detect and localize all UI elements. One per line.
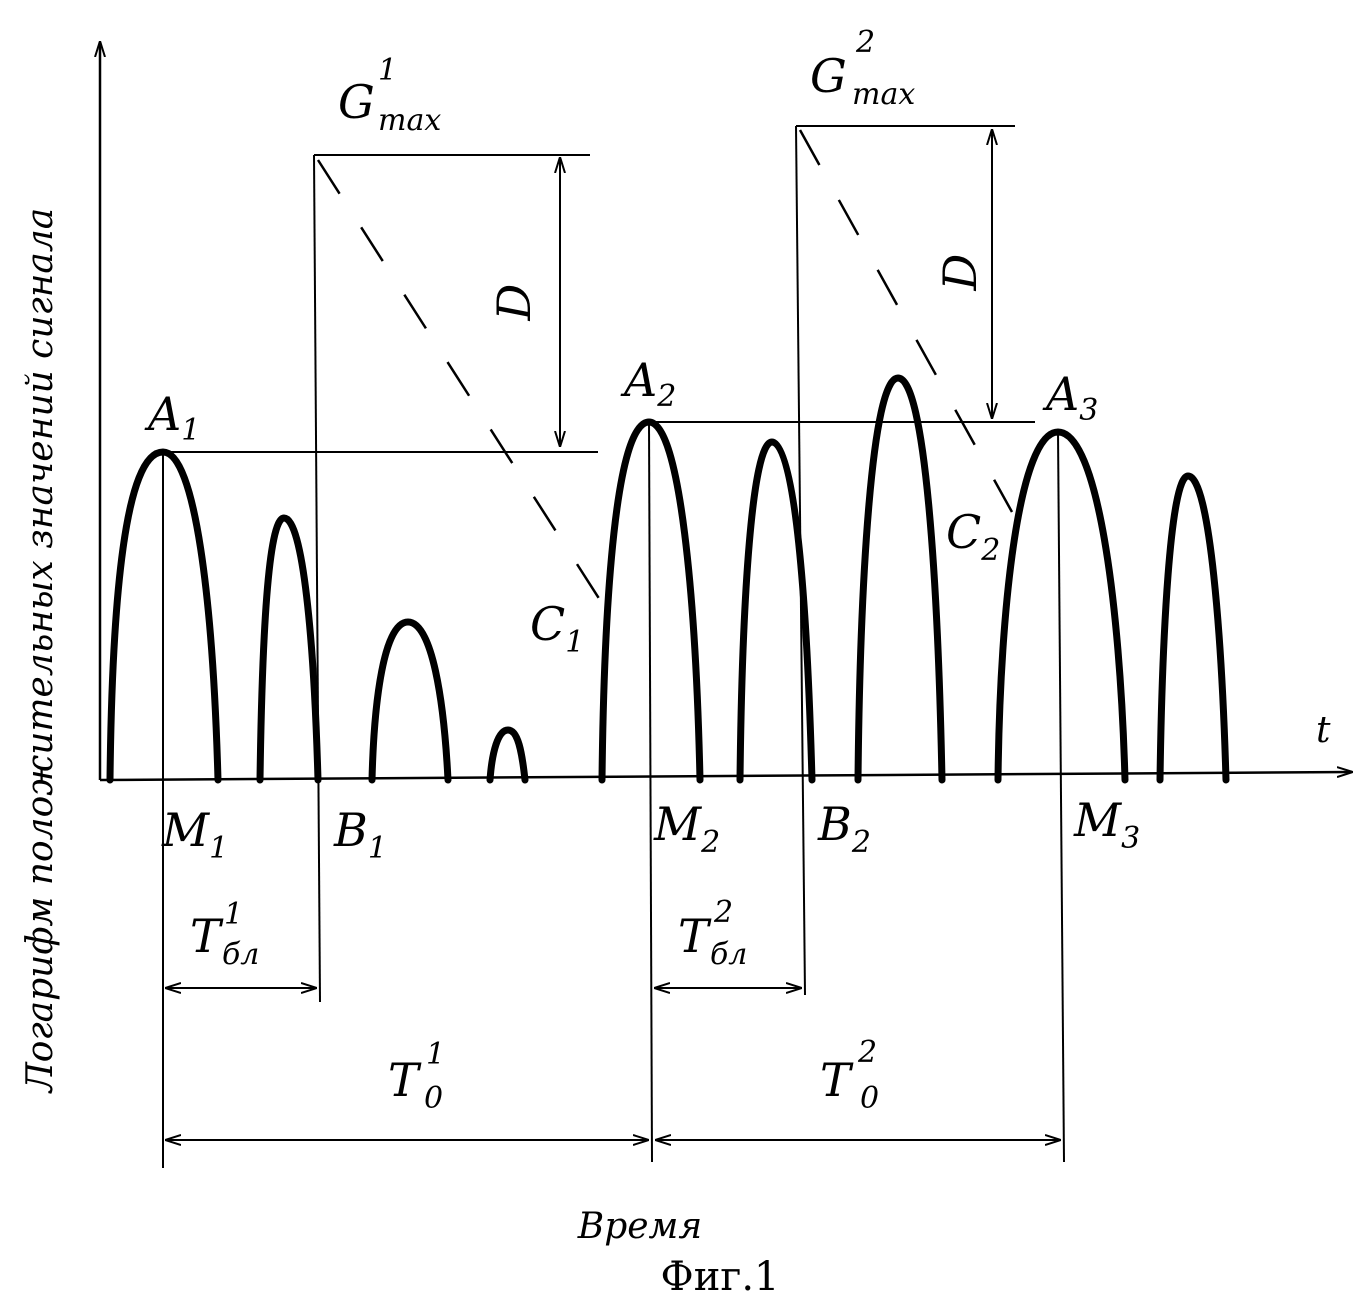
decay-line-1 xyxy=(318,160,600,600)
label-t01: T 1 0 xyxy=(388,1037,445,1116)
label-c2: C2 xyxy=(946,505,1000,568)
label-t02: T 2 0 xyxy=(820,1035,879,1116)
label-b1: B1 xyxy=(333,803,387,866)
svg-text:2: 2 xyxy=(855,25,875,60)
label-tbl2: T 2 бл xyxy=(678,895,747,972)
label-m1: M1 xyxy=(161,803,228,866)
decay-line-2 xyxy=(800,130,1012,512)
label-g1: G 1 max xyxy=(338,53,441,138)
svg-text:1: 1 xyxy=(378,53,397,88)
lobe-2 xyxy=(260,518,318,780)
svg-text:max: max xyxy=(852,77,915,112)
y-axis-label: Логарифм положительных значений сигнала xyxy=(20,208,61,1095)
label-b2: B2 xyxy=(817,797,871,860)
lobe-9 xyxy=(1160,476,1226,780)
svg-text:1: 1 xyxy=(426,1037,445,1072)
svg-text:бл: бл xyxy=(222,937,259,972)
decay-lines xyxy=(318,130,1012,600)
x-axis xyxy=(100,772,1352,780)
t-label: t xyxy=(1316,710,1331,751)
svg-text:max: max xyxy=(378,103,441,138)
figure-caption: Фиг.1 xyxy=(661,1254,780,1300)
x-axis-label: Время xyxy=(577,1206,703,1247)
svg-text:бл: бл xyxy=(710,937,747,972)
lobe-a3 xyxy=(998,432,1125,780)
label-d2: D xyxy=(933,254,987,292)
label-tbl1: T 1 бл xyxy=(190,897,259,972)
svg-text:2: 2 xyxy=(857,1035,877,1070)
label-a2: A2 xyxy=(620,353,676,414)
lobe-4 xyxy=(490,730,525,780)
svg-text:G: G xyxy=(338,75,375,129)
svg-text:G: G xyxy=(810,49,847,103)
svg-text:0: 0 xyxy=(860,1081,879,1116)
m3-vertical xyxy=(1058,432,1064,1162)
svg-text:T: T xyxy=(388,1053,422,1107)
label-a3: A3 xyxy=(1042,367,1098,428)
label-a1: A1 xyxy=(144,387,200,448)
label-g2: G 2 max xyxy=(810,25,915,112)
svg-text:T: T xyxy=(678,909,712,963)
svg-text:T: T xyxy=(820,1053,854,1107)
svg-text:T: T xyxy=(190,909,224,963)
label-m3: M3 xyxy=(1073,793,1140,856)
label-m2: M2 xyxy=(653,797,720,860)
level-lines xyxy=(163,126,1035,452)
m2-vertical xyxy=(649,422,652,1162)
svg-text:0: 0 xyxy=(424,1081,443,1116)
label-d1: D xyxy=(487,284,541,322)
svg-text:2: 2 xyxy=(713,895,733,930)
lobe-7 xyxy=(858,378,942,780)
vertical-lines xyxy=(163,126,1064,1168)
b1-vertical xyxy=(314,155,320,1002)
svg-text:1: 1 xyxy=(224,897,243,932)
label-c1: C1 xyxy=(530,597,584,660)
lobe-3 xyxy=(372,622,448,780)
